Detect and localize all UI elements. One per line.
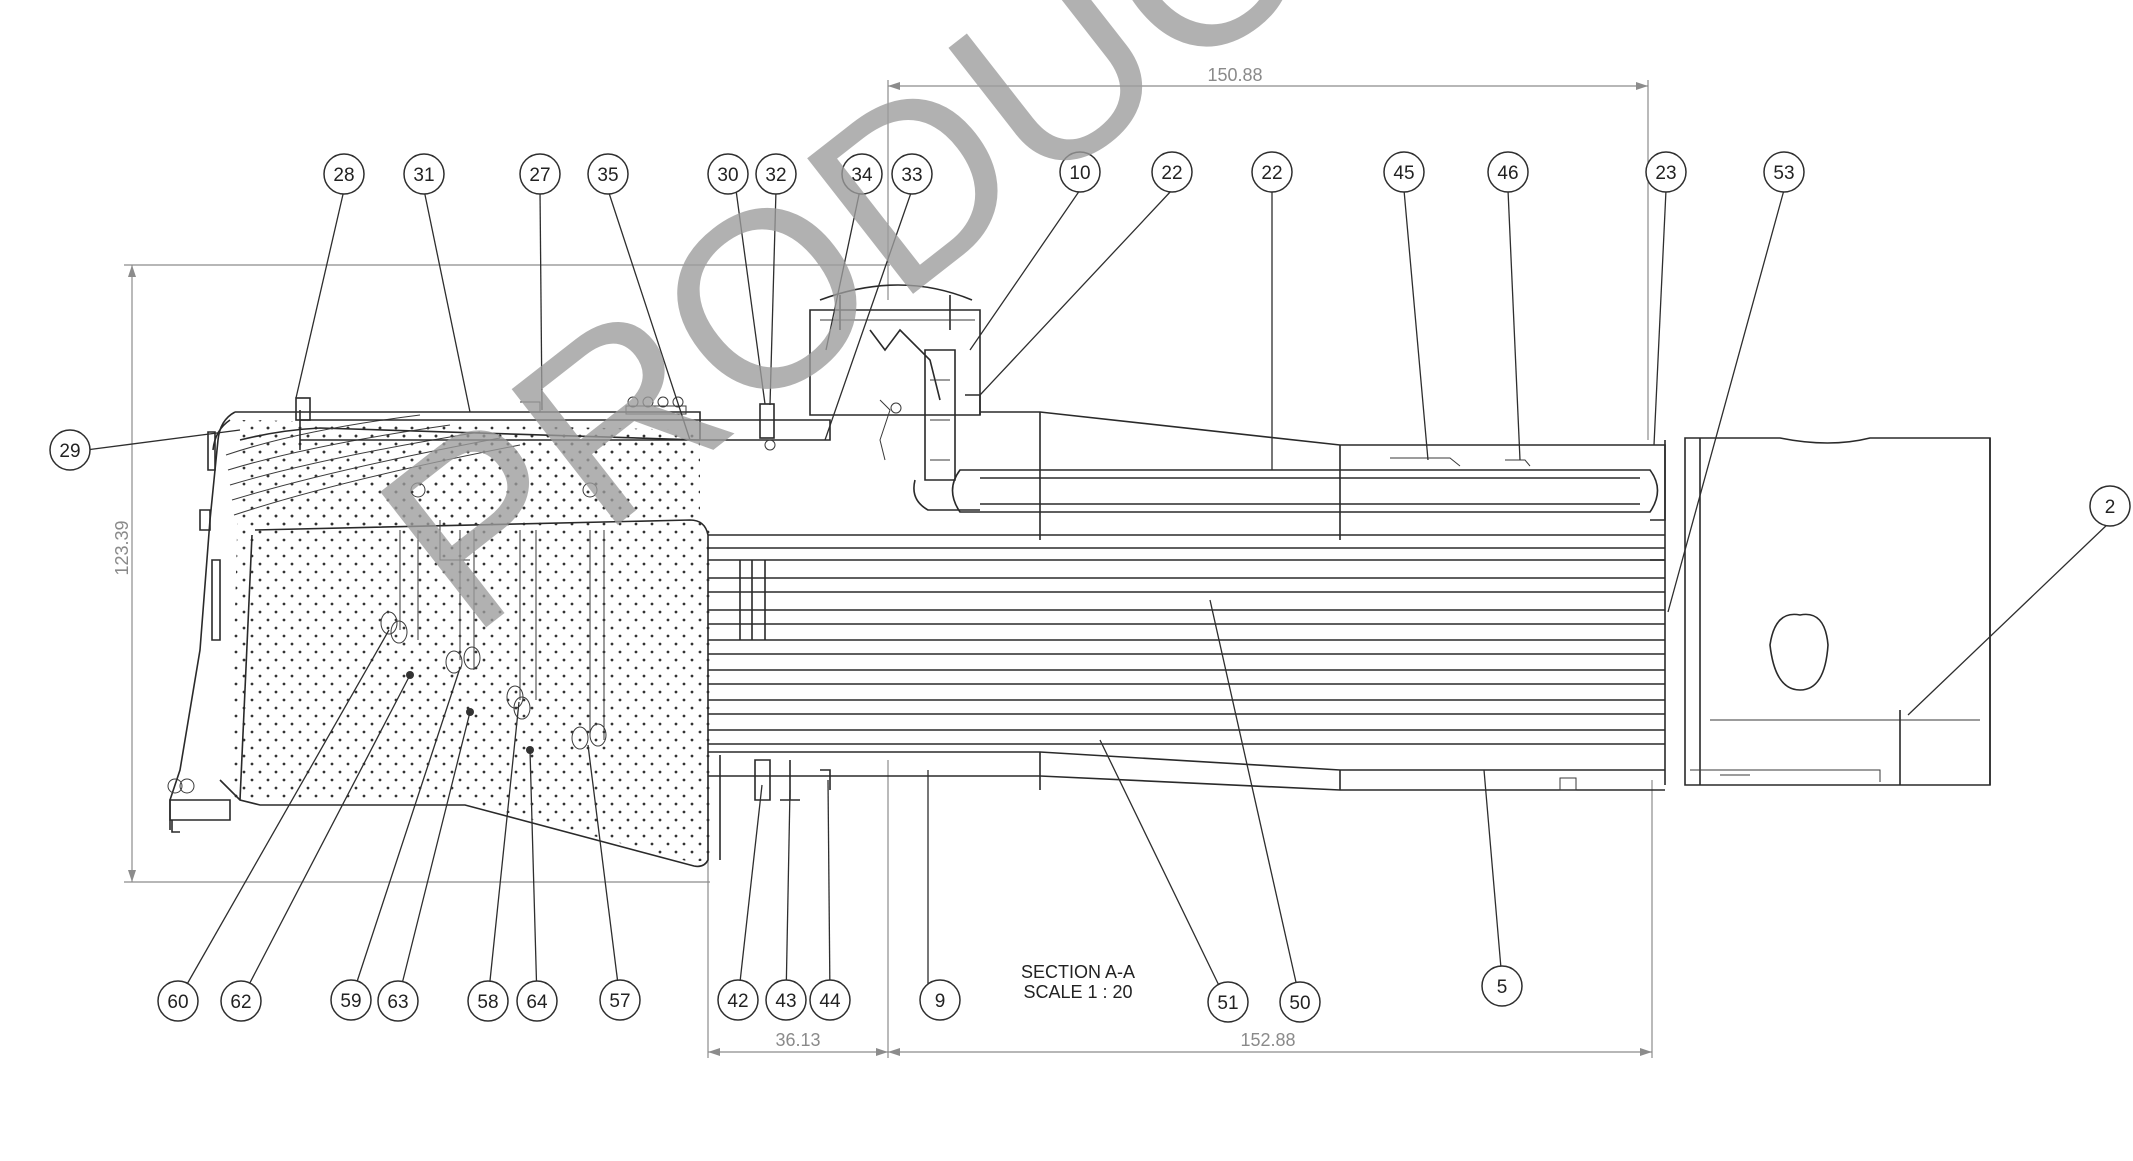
callout-9: 9 xyxy=(919,979,961,1021)
callout-43: 43 xyxy=(765,979,807,1021)
svg-text:23: 23 xyxy=(1655,163,1676,184)
callout-62: 62 xyxy=(220,980,262,1022)
tube-bundle xyxy=(708,440,1666,860)
callout-44: 44 xyxy=(809,979,851,1021)
svg-text:51: 51 xyxy=(1217,993,1238,1014)
callout-63: 63 xyxy=(377,980,419,1022)
housing-outline xyxy=(167,411,710,868)
svg-text:57: 57 xyxy=(609,991,630,1012)
callout-46: 46 xyxy=(1487,151,1529,193)
svg-text:63: 63 xyxy=(387,992,408,1013)
callout-60: 60 xyxy=(157,980,199,1022)
svg-text:34: 34 xyxy=(851,165,873,186)
section-title: SECTION A-A xyxy=(1021,962,1135,982)
dimension-bottom-right: 152.88 xyxy=(1240,1030,1295,1050)
upper-tube xyxy=(951,411,1666,540)
svg-text:31: 31 xyxy=(413,165,434,186)
callout-45: 45 xyxy=(1383,151,1425,193)
watermark: PRODUCT xyxy=(331,0,1477,682)
svg-text:27: 27 xyxy=(529,165,550,186)
callout-31: 31 xyxy=(403,153,445,195)
svg-text:32: 32 xyxy=(765,165,786,186)
callout-34: 34 xyxy=(841,153,883,195)
dimension-left-height: 123.39 xyxy=(112,520,132,575)
svg-text:64: 64 xyxy=(526,992,548,1013)
leader-lines xyxy=(85,189,2111,1001)
callout-59: 59 xyxy=(330,979,372,1021)
callout-5: 5 xyxy=(1481,965,1523,1007)
callout-23: 23 xyxy=(1645,151,1687,193)
callout-28: 28 xyxy=(323,153,365,195)
svg-text:43: 43 xyxy=(775,991,796,1012)
outlet-duct xyxy=(1684,437,1991,786)
svg-text:60: 60 xyxy=(167,992,188,1013)
svg-text:62: 62 xyxy=(230,992,251,1013)
top-pipe xyxy=(295,396,831,451)
callout-29: 29 xyxy=(49,429,91,471)
svg-text:44: 44 xyxy=(819,991,841,1012)
callout-2: 2 xyxy=(2089,485,2131,527)
svg-text:58: 58 xyxy=(477,992,498,1013)
dimension-top-width: 150.88 xyxy=(1207,65,1262,85)
callout-50: 50 xyxy=(1279,981,1321,1023)
callout-57: 57 xyxy=(599,979,641,1021)
svg-text:29: 29 xyxy=(59,441,80,462)
svg-text:28: 28 xyxy=(333,165,354,186)
callout-58: 58 xyxy=(467,980,509,1022)
callout-35: 35 xyxy=(587,153,629,195)
callout-51: 51 xyxy=(1207,981,1249,1023)
svg-text:35: 35 xyxy=(597,165,618,186)
callout-10: 10 xyxy=(1059,151,1101,193)
callout-53: 53 xyxy=(1763,151,1805,193)
svg-text:46: 46 xyxy=(1497,163,1518,184)
svg-text:5: 5 xyxy=(1497,977,1508,998)
callout-32: 32 xyxy=(755,153,797,195)
callout-42: 42 xyxy=(717,979,759,1021)
svg-text:59: 59 xyxy=(340,991,361,1012)
svg-text:9: 9 xyxy=(935,991,946,1012)
callout-22b: 22 xyxy=(1251,151,1293,193)
svg-text:30: 30 xyxy=(717,165,738,186)
svg-text:2: 2 xyxy=(2105,497,2116,518)
svg-text:22: 22 xyxy=(1161,163,1182,184)
svg-text:33: 33 xyxy=(901,165,922,186)
callout-64: 64 xyxy=(516,980,558,1022)
callout-27: 27 xyxy=(519,153,561,195)
svg-text:10: 10 xyxy=(1069,163,1090,184)
callout-22a: 22 xyxy=(1151,151,1193,193)
callout-33: 33 xyxy=(891,153,933,195)
section-scale: SCALE 1 : 20 xyxy=(1023,982,1132,1002)
svg-text:53: 53 xyxy=(1773,163,1794,184)
svg-text:50: 50 xyxy=(1289,993,1310,1014)
svg-text:22: 22 xyxy=(1261,163,1282,184)
dimension-bottom-left: 36.13 xyxy=(775,1030,820,1050)
callout-30: 30 xyxy=(707,153,749,195)
top-turret xyxy=(809,284,981,511)
svg-text:45: 45 xyxy=(1393,163,1414,184)
svg-text:42: 42 xyxy=(727,991,748,1012)
